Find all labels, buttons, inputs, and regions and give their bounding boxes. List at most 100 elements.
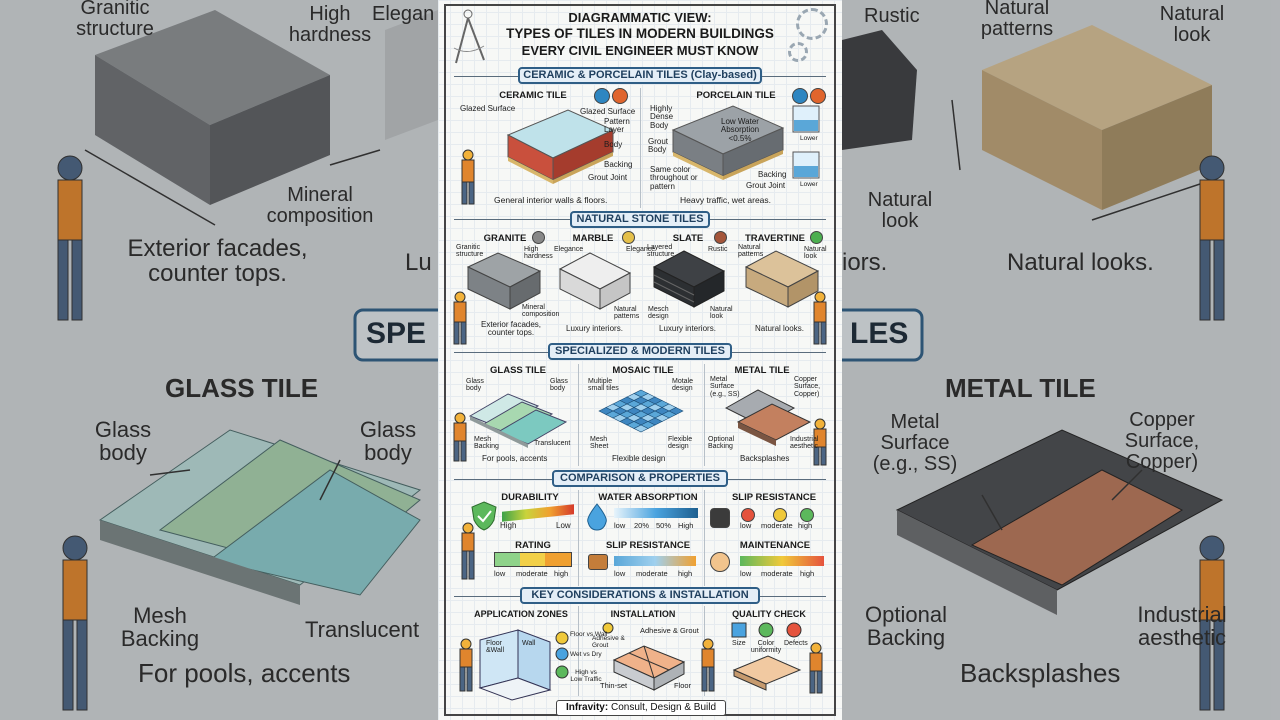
mosaic-label-mesh: Mesh Sheet (590, 436, 609, 451)
install-adhesive-b: Adhesive & Grout (592, 635, 625, 649)
travertine-label-patterns: Natural patterns (738, 244, 764, 259)
hand-icon (710, 552, 730, 572)
right-banner-fragment: LES (850, 317, 909, 350)
granite-title: GRANITE (483, 233, 527, 244)
right-patterns-label: Natural patterns (980, 0, 1054, 40)
footer-text: Consult, Design & Build (610, 702, 717, 713)
specialized-banner: SPECIALIZED & MODERN TILES (548, 343, 732, 360)
slip-mid-tick-high: high (678, 569, 693, 578)
natural-stone-banner: NATURAL STONE TILES (570, 211, 710, 228)
marble-label-elegance-b: Elegance (626, 246, 656, 253)
application-zones-title: APPLICATION ZONES (474, 609, 568, 619)
granite-icon (532, 231, 545, 244)
right-metal-label: Metal Surface (e.g., SS) (872, 411, 958, 475)
mosaic-cell (633, 424, 649, 433)
gear-icon (796, 8, 828, 40)
left-elegance-label: Elegan (372, 3, 435, 25)
mosaic-label-multiple: Multiple small tiles (588, 378, 619, 393)
left-use-cut: Lu (405, 249, 432, 276)
right-aesthetic-label: Industrial aesthetic (1137, 602, 1227, 651)
maintenance-tick-moderate: moderate (761, 569, 793, 578)
slate-label-natural-look: Natural look (710, 306, 733, 321)
ceramic-use-text: General interior walls & floors. (494, 195, 608, 205)
left-mineral-label: Mineral composition (266, 184, 374, 227)
quality-check-title: QUALITY CHECK (732, 609, 806, 619)
glass-label-body-b: Glass body (550, 378, 568, 393)
left-granite-label: Granitic structure (76, 0, 154, 40)
water-tick-high: High (678, 521, 694, 530)
install-floor-label: Floor (674, 681, 692, 690)
slate-label-mesch: Mesch design (648, 306, 669, 321)
slip-top-tick-low: low (740, 521, 752, 530)
porcelain-label-grout-body: Grout Body (648, 137, 669, 155)
porcelain-label-grout: Grout Joint (746, 181, 786, 190)
metal-label-aesthetic: Industrial aesthetic (790, 436, 819, 451)
right-zoom-panel: Rustic Natural patterns Natural look Nat… (842, 0, 1280, 720)
rating-tick-high: high (554, 569, 569, 578)
fire-icon (810, 88, 826, 104)
right-copper-label: Copper Surface, Copper) (1124, 409, 1200, 473)
ceramic-porcelain-banner: CERAMIC & PORCELAIN TILES (Clay-based) (518, 67, 762, 84)
slip-low-level (741, 508, 755, 522)
metal-use-text: Backsplashes (740, 454, 790, 463)
slate-title: SLATE (672, 233, 704, 244)
left-zoom-drawing (57, 10, 438, 711)
poster-title-line-1: DIAGRAMMATIC VIEW: (568, 10, 712, 25)
ceramic-label-body: Body (604, 140, 623, 149)
granite-label-structure: Granitic structure (456, 244, 484, 259)
ceramic-label-glazed-b: Glazed Surface (580, 107, 636, 116)
zone-floor-wall-label: Floor vs Wall (570, 631, 608, 638)
porcelain-label-dense: Highly Dense Body (650, 104, 674, 130)
durability-high-label: High (500, 521, 517, 530)
zone-wet-dry-label: Wet vs Dry (570, 651, 602, 658)
marble-label-patterns: Natural patterns (614, 306, 640, 321)
stone-tiles-diagram (453, 250, 827, 345)
right-zoom-drawing (842, 25, 1225, 711)
mosaic-use-text: Flexible design (612, 454, 666, 463)
comparison-workers (461, 522, 475, 580)
porcelain-label-same-color: Same color throughout or pattern (650, 165, 698, 191)
right-use-text: Natural looks. (1007, 249, 1154, 276)
right-natural-look-b: Natural look (867, 189, 933, 232)
metal-label-backing: Optional Backing (708, 436, 735, 451)
ceramic-label-glazed-a: Glazed Surface (460, 104, 516, 113)
right-backing-label: Optional Backing (865, 602, 947, 651)
metal-label-surface: Metal Surface (e.g., SS) (710, 376, 740, 398)
maintenance-title: MAINTENANCE (739, 540, 811, 551)
left-hardness-label: High hardness (288, 3, 372, 46)
granite-label-hardness: High hardness (524, 246, 553, 261)
marble-title: MARBLE (572, 233, 614, 244)
metal-label-copper: Copper Surface, Copper) (794, 376, 821, 398)
slip-top-tick-moderate: moderate (761, 521, 793, 530)
marble-icon (622, 231, 635, 244)
travertine-title: TRAVERTINE (745, 233, 805, 244)
key-considerations-banner: KEY CONSIDERATIONS & INSTALLATION (520, 587, 760, 604)
installation-title: INSTALLATION (610, 609, 676, 619)
metal-tile-title: METAL TILE (734, 365, 790, 376)
porcelain-use-text: Heavy traffic, wet areas. (680, 195, 772, 205)
right-metal-title: METAL TILE (945, 373, 1096, 403)
key-considerations-diagram (459, 622, 823, 701)
ceramic-label-grout: Grout Joint (588, 173, 628, 182)
install-adhesive-a: Adhesive & Grout (640, 626, 699, 635)
water-tick-20: 20% (634, 521, 650, 530)
quality-color-label: Color uniformity (750, 640, 782, 655)
slip-top-tick-high: high (798, 521, 813, 530)
slip-moderate-level (773, 508, 787, 522)
left-glass-title: GLASS TILE (165, 373, 319, 403)
slip-mid-tick-moderate: moderate (636, 569, 668, 578)
glass-label-body-a: Glass body (466, 378, 484, 393)
compass-icon (453, 9, 485, 64)
water-tick-50: 50% (656, 521, 672, 530)
ceramic-tile-title: CERAMIC TILE (499, 90, 567, 101)
left-glass-body-a: Glass body (94, 417, 152, 466)
travertine-label-look: Natural look (804, 246, 827, 261)
water-drop-icon (594, 88, 610, 104)
slip-mid-tick-low: low (614, 569, 626, 578)
infographic-poster: DIAGRAMMATIC VIEW: TYPES OF TILES IN MOD… (438, 0, 842, 720)
marble-use-text: Luxury interiors. (566, 324, 623, 333)
rating-scale (494, 552, 572, 567)
maintenance-gradient (740, 556, 824, 566)
left-use-text: Exterior facades, counter tops. (127, 235, 308, 288)
slip-mid-gradient (614, 556, 696, 566)
